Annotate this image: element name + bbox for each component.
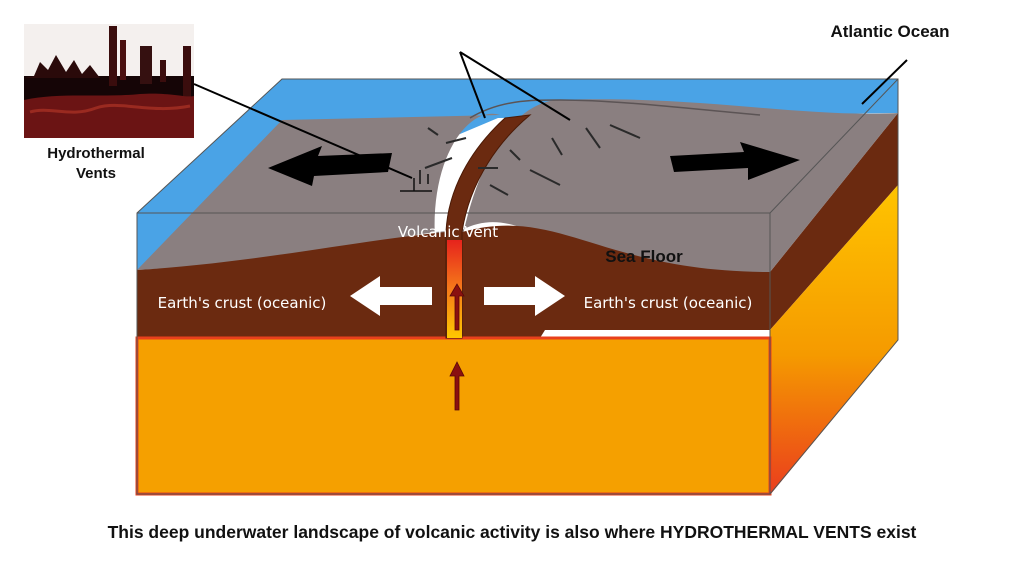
- hydrothermal-label-line2: Vents: [76, 165, 116, 182]
- mantle-side-right: [770, 185, 898, 495]
- hydrothermal-vents-photo: [24, 24, 194, 138]
- crust-motion-arrow-left: [350, 276, 432, 316]
- magma-arrow-lower: [449, 361, 465, 411]
- volcanic-conduit: [445, 114, 532, 339]
- surface-hatches: [424, 124, 641, 196]
- crust-label-right: Earth's crust (oceanic): [584, 294, 753, 312]
- hydrothermal-label-line1: Hydrothermal: [47, 145, 145, 162]
- crust-motion-arrow-right: [484, 276, 565, 316]
- atlantic-ocean-label: Atlantic Ocean: [830, 22, 949, 41]
- sea-floor-label: Sea Floor: [605, 247, 683, 266]
- crust-front: [137, 232, 446, 338]
- crust-side-right: [770, 113, 898, 330]
- caption: This deep underwater landscape of volcan…: [107, 522, 917, 542]
- block-outline: [136, 78, 899, 495]
- vent-marker: [400, 170, 432, 192]
- magma-arrow-upper: [449, 283, 465, 331]
- crust-label-left: Earth's crust (oceanic): [158, 294, 327, 312]
- mantle-front: [135, 336, 772, 496]
- leader-lines: [193, 51, 908, 179]
- ridge-highlight: [469, 99, 761, 119]
- plate-motion-arrow-right: [670, 142, 800, 180]
- volcanic-vent-label: Volcanic Vent: [398, 223, 498, 241]
